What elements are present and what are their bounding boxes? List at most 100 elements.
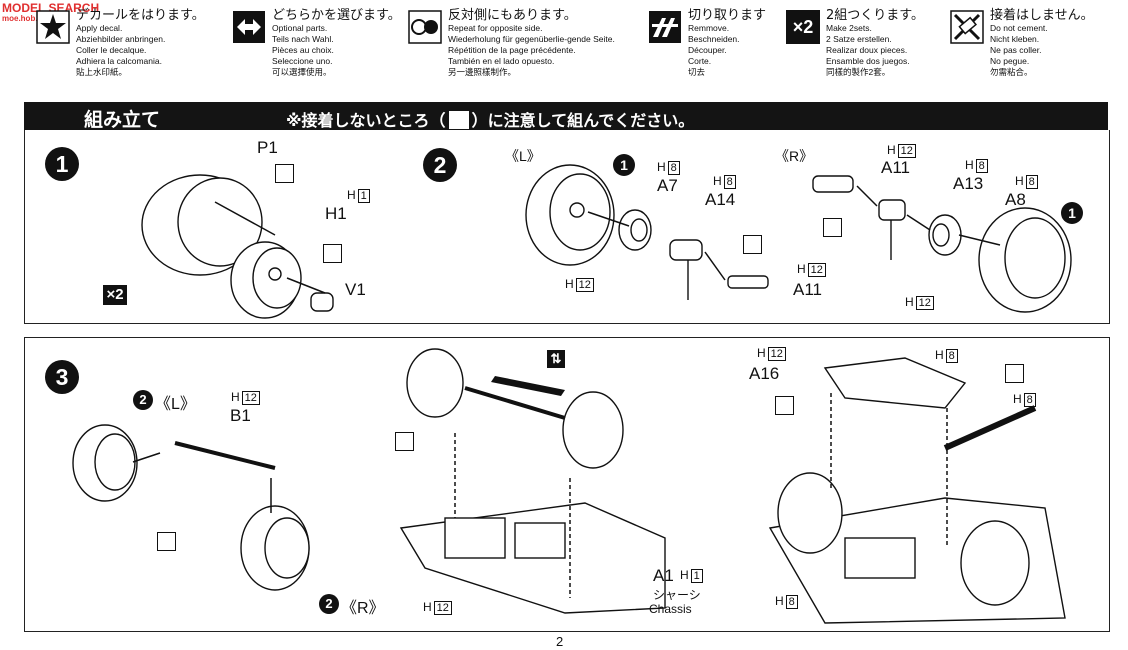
- no-cement-icon: [823, 218, 842, 237]
- legend-line: Découper.: [688, 45, 727, 55]
- swap-arrows-icon: ⇅: [547, 350, 565, 368]
- no-cement-icon: [323, 244, 342, 263]
- left-side-tag: 《L》: [155, 396, 196, 413]
- no-cement-icon: [743, 235, 762, 254]
- legend-line: 另一邊照樣制作。: [448, 67, 517, 77]
- legend-line: Beschneiden.: [688, 34, 740, 44]
- part-v1-label: V1: [345, 280, 366, 299]
- make-two-sets-icon: ×2: [786, 10, 820, 44]
- banner-title: 組み立て: [84, 109, 161, 131]
- right-side-tag: 《R》: [775, 148, 814, 164]
- steps-1-2-illustration: [141, 164, 1072, 319]
- no-cement-icon: [157, 532, 176, 551]
- legend-line: Corte.: [688, 56, 712, 66]
- no-cement-icon: [775, 396, 794, 415]
- legend-line: 同樣的製作2套。: [826, 67, 891, 77]
- legend-line: Pièces au choix.: [272, 45, 334, 55]
- part-a16-label: A16: [749, 364, 780, 383]
- part-a1-label: A1: [653, 566, 674, 585]
- step-1-number: 1: [45, 147, 79, 181]
- part-a14-label: A14: [705, 190, 736, 209]
- step-2-number: 2: [423, 148, 457, 182]
- times-two-badge: ×2: [103, 285, 127, 305]
- legend-line: 2 Satze erstellen.: [826, 34, 892, 44]
- legend-line: Ensamble dos juegos.: [826, 56, 910, 66]
- part-h1-label: H1: [325, 204, 347, 223]
- step-1-reference: 1: [613, 154, 635, 176]
- legend-line: Ne pas coller.: [990, 45, 1042, 55]
- banner-note-after: ）に注意して組んでください。: [471, 111, 695, 130]
- legend-line: También en el lado opuesto.: [448, 56, 555, 66]
- part-a8-label: A8: [1005, 190, 1026, 209]
- legend-line: Do not cement.: [990, 23, 1048, 33]
- part-a7-label: A7: [657, 176, 678, 195]
- part-p1-label: P1: [257, 138, 278, 157]
- apply-decal-icon: [36, 10, 70, 44]
- no-cement-icon: [275, 164, 294, 183]
- legend-title: 切り取ります: [688, 8, 767, 23]
- watermark-subtext: moe.hob.com: [2, 14, 55, 23]
- legend-line: 切去: [688, 67, 706, 77]
- no-cement-icon: [395, 432, 414, 451]
- legend-line: 可以選擇使用。: [272, 67, 332, 77]
- opposite-side-icon: [408, 10, 442, 44]
- legend-line: 勿需粘合。: [990, 67, 1033, 77]
- legend-line: Optional parts.: [272, 23, 328, 33]
- part-b1-label: B1: [230, 406, 251, 425]
- left-side-tag: 《L》: [505, 148, 541, 164]
- legend-title: デカールをはります。: [76, 8, 205, 23]
- chassis-label-jp: シャーシ: [653, 588, 701, 602]
- chassis-label-en: Chassis: [649, 602, 692, 616]
- step-2-reference: 2: [133, 390, 153, 410]
- legend-line: Repeat for opposite side.: [448, 23, 543, 33]
- step-2-reference: 2: [319, 594, 339, 614]
- legend-line: Coller le decalque.: [76, 45, 147, 55]
- watermark-text: MODEL SEARCH: [2, 1, 100, 15]
- no-cement-icon: [1005, 364, 1024, 383]
- part-a11-right-label: A11: [881, 158, 910, 177]
- assembly-banner: 組み立て ※接着しないところ（）に注意して組んでください。: [24, 102, 1108, 131]
- legend-line: Realizar doux pieces.: [826, 45, 908, 55]
- step-1-reference: 1: [1061, 202, 1083, 224]
- no-cement-icon: [448, 111, 469, 129]
- legend-line: Remmove.: [688, 23, 730, 33]
- legend-line: Seleccione uno.: [272, 56, 333, 66]
- legend-line: Adhiera la calcomania.: [76, 56, 162, 66]
- optional-parts-icon: [233, 11, 265, 43]
- legend-title: どちらかを選びます。: [272, 8, 401, 23]
- legend-line: Apply decal.: [76, 23, 123, 33]
- steps-3-5-illustration: [72, 348, 1066, 624]
- legend-line: Nicht kleben.: [990, 34, 1040, 44]
- legend-line: 貼上水印紙。: [76, 67, 128, 77]
- part-a11-left-label: A11: [793, 280, 822, 299]
- page-number: 2: [556, 634, 564, 649]
- no-cement-icon: [950, 10, 984, 44]
- legend-line: Make 2sets.: [826, 23, 872, 33]
- banner-note: ※接着しないところ（）に注意して組んでください。: [286, 107, 694, 131]
- legend-title: 反対側にもあります。: [448, 8, 577, 23]
- step-3-number: 3: [45, 360, 79, 394]
- legend-line: Abziehbilder anbringen.: [76, 34, 166, 44]
- cut-off-icon: [649, 11, 681, 43]
- legend-line: Wiederholung für gegenüberlie-gende Seit…: [448, 34, 615, 44]
- legend-line: No pegue.: [990, 56, 1030, 66]
- legend-line: Répétition de la page précédente.: [448, 45, 576, 55]
